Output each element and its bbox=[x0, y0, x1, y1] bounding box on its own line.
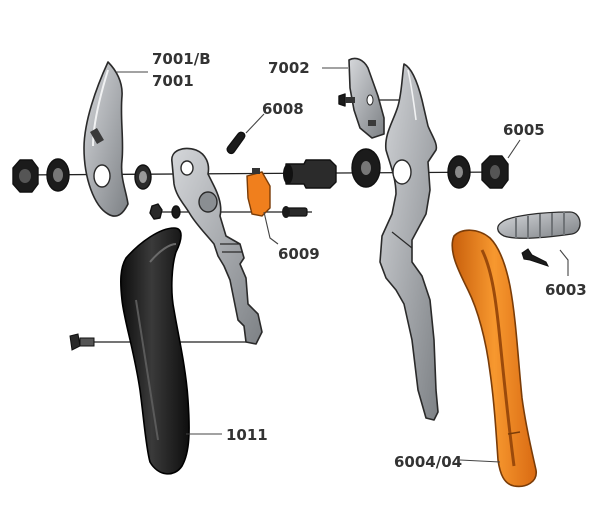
right-nut bbox=[481, 155, 509, 189]
handle-screw bbox=[69, 333, 95, 351]
blade-part bbox=[83, 61, 129, 217]
adjuster-bolt bbox=[282, 206, 308, 218]
label-6005: 6005 bbox=[503, 121, 545, 139]
label-7001b: 7001/B bbox=[152, 50, 211, 68]
orange-handle-part bbox=[451, 229, 537, 488]
leader-6004 bbox=[459, 459, 501, 463]
anvil-handle-part bbox=[379, 63, 439, 421]
anvil-screw bbox=[338, 93, 355, 107]
left-washer bbox=[46, 158, 70, 192]
label-7002: 7002 bbox=[268, 59, 310, 77]
label-7001: 7001 bbox=[152, 72, 194, 90]
label-6008: 6008 bbox=[262, 100, 304, 118]
black-handle-part bbox=[120, 227, 190, 475]
spring-part bbox=[497, 211, 581, 239]
adjuster-part bbox=[246, 168, 271, 217]
leader-6005 bbox=[507, 139, 521, 159]
label-6003: 6003 bbox=[545, 281, 587, 299]
blade-spacer-washer bbox=[134, 164, 152, 190]
small-washer bbox=[171, 205, 181, 219]
lever-bracket-part bbox=[171, 147, 263, 345]
label-6009: 6009 bbox=[278, 245, 320, 263]
left-nut bbox=[12, 159, 39, 193]
small-nut bbox=[149, 203, 163, 220]
spring-pin-part bbox=[226, 131, 246, 155]
anvil-insert-part bbox=[348, 57, 385, 139]
spring-screw bbox=[521, 248, 549, 267]
leader-6008 bbox=[245, 113, 265, 134]
right-washer bbox=[447, 155, 471, 189]
leader-6003 bbox=[559, 249, 569, 276]
label-1011: 1011 bbox=[226, 426, 268, 444]
pivot-bolt bbox=[283, 159, 337, 189]
anvil-washer bbox=[351, 148, 381, 188]
label-6004-04: 6004/04 bbox=[394, 453, 462, 471]
leader-6009 bbox=[263, 211, 279, 245]
